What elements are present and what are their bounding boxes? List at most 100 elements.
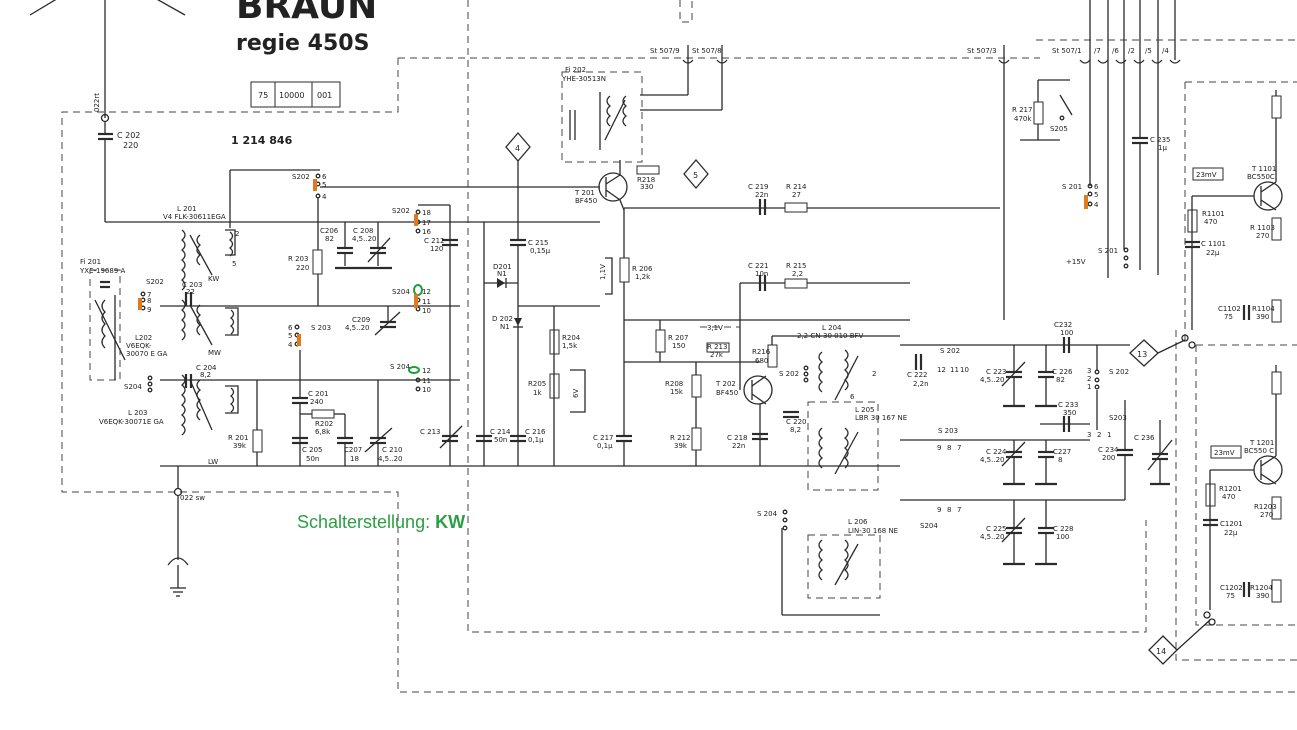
component-value: 82 bbox=[325, 235, 334, 243]
component-value: 22µ bbox=[1206, 249, 1220, 257]
component-value: 39k bbox=[674, 442, 688, 450]
component-ref: C 210 bbox=[382, 446, 402, 454]
component-value: 390 bbox=[1256, 592, 1269, 600]
component-value: BF450 bbox=[716, 389, 738, 397]
capacitor-c224: C 224 4,5..20 bbox=[980, 440, 1026, 483]
component-ref: C 202 bbox=[117, 131, 140, 140]
component-ref: C232 bbox=[1054, 321, 1072, 329]
voltage-label: 1,1V bbox=[599, 264, 607, 280]
switch-label: S 204 bbox=[757, 510, 778, 518]
component-value: 1µ bbox=[1158, 144, 1167, 152]
transistor-t1101: T 1101 BC550C bbox=[1247, 160, 1283, 211]
code-box-cell: 001 bbox=[317, 91, 332, 100]
voltage-label: 3,1V bbox=[707, 324, 723, 332]
svg-text:5: 5 bbox=[322, 181, 326, 189]
component-ref: C 219 bbox=[748, 183, 768, 191]
component-value: 15k bbox=[670, 388, 684, 396]
component-ref: C 235 bbox=[1150, 136, 1170, 144]
svg-text:6: 6 bbox=[288, 324, 293, 332]
capacitor-c1201: C1201 22µ bbox=[1203, 518, 1243, 537]
switch-bus: St 507/9 St 507/8 St 507/3 St 507/1 /7 /… bbox=[650, 0, 1181, 64]
switch-s203-far: S203 3 2 1 bbox=[1087, 390, 1127, 439]
svg-text:2: 2 bbox=[1087, 375, 1091, 383]
component-ref: R 215 bbox=[786, 262, 806, 270]
component-ref: C1202 bbox=[1220, 584, 1243, 592]
component-ref: C 213 bbox=[420, 428, 440, 436]
component-value: BF450 bbox=[575, 197, 597, 205]
node-label: 5 bbox=[693, 171, 698, 180]
component-value: 350 bbox=[1063, 409, 1076, 417]
svg-text:10: 10 bbox=[422, 386, 431, 394]
switch-s201-top: S 201 6 5 4 bbox=[1062, 183, 1099, 209]
switch-s202-far: S 202 3 2 1 bbox=[1087, 345, 1129, 391]
resistor-r218: R218 330 bbox=[636, 165, 660, 191]
svg-text:11: 11 bbox=[950, 366, 959, 374]
capacitor-c219: C 219 22n bbox=[748, 183, 768, 215]
switch-s201-bottom: S 201 bbox=[1098, 247, 1129, 269]
component-ref: Fi 202 bbox=[565, 66, 586, 74]
capacitor-c232: C232 100 bbox=[1054, 321, 1073, 353]
svg-text:6: 6 bbox=[322, 173, 327, 181]
component-value: 270 bbox=[1256, 232, 1269, 240]
component-value: YHE-30513N bbox=[561, 75, 606, 83]
capacitor-c227: C227 8 bbox=[1038, 440, 1071, 483]
component-ref: C 212 bbox=[424, 237, 444, 245]
svg-text:4: 4 bbox=[1094, 201, 1099, 209]
component-value: YXE-19689 A bbox=[79, 267, 126, 275]
component-ref: R1203 bbox=[1254, 503, 1277, 511]
code-box-cell: 10000 bbox=[279, 91, 304, 100]
capacitor-c214: C 214 50n bbox=[476, 428, 511, 444]
component-value: 120 bbox=[430, 245, 443, 253]
component-value: 8,2 bbox=[200, 371, 211, 379]
component-value: 0,15µ bbox=[530, 247, 551, 255]
component-value: N1 bbox=[500, 323, 510, 331]
component-ref: R 214 bbox=[786, 183, 807, 191]
capacitor-c213: C 213 bbox=[420, 425, 463, 449]
level-label: 23mV bbox=[1214, 449, 1235, 457]
component-value: 1,5k bbox=[562, 342, 578, 350]
ground-terminal: 022 sw bbox=[167, 466, 205, 597]
code-box-cell: 75 bbox=[258, 91, 268, 100]
component-value: 4,5..20 bbox=[378, 455, 403, 463]
switch-s202-left: S202 7 8 9 bbox=[138, 278, 164, 314]
component-ref: C1201 bbox=[1220, 520, 1243, 528]
component-value: 200 bbox=[1102, 454, 1115, 462]
component-ref: C 226 bbox=[1052, 368, 1073, 376]
level-1201: 23mV bbox=[1210, 445, 1242, 459]
resistor-r215: R 215 2,2 bbox=[784, 262, 808, 289]
switch-label: S 204 bbox=[390, 363, 411, 371]
svg-text:18: 18 bbox=[422, 209, 431, 217]
capacitor-c203: C 203 22 bbox=[182, 281, 202, 306]
capacitor-c236: C 236 bbox=[1134, 420, 1173, 484]
component-ref: C227 bbox=[1053, 448, 1071, 456]
svg-text:17: 17 bbox=[422, 219, 431, 227]
capacitor-c234: C 234 200 bbox=[1098, 400, 1133, 500]
component-ref: D 202 bbox=[492, 315, 513, 323]
component-value: 240 bbox=[310, 398, 323, 406]
component-ref: R208 bbox=[665, 380, 683, 388]
capacitor-c208: C 208 4,5..20 bbox=[352, 222, 391, 266]
switch-s203-right: S 203 9 8 7 bbox=[900, 427, 1090, 452]
model-title: regie 450S bbox=[236, 31, 369, 56]
svg-text:4: 4 bbox=[322, 193, 327, 201]
capacitor-c210: C 210 4,5..20 bbox=[364, 380, 403, 466]
component-ref: Fi 201 bbox=[80, 258, 101, 266]
switch-label: S 202 bbox=[940, 347, 960, 355]
antenna-symbol bbox=[29, 0, 186, 60]
svg-text:12: 12 bbox=[422, 288, 431, 296]
component-ref: C 225 bbox=[986, 525, 1006, 533]
component-value: 2,2 CN-30 010 BFV bbox=[797, 332, 864, 340]
capacitor-c205: C 205 50n bbox=[292, 436, 322, 463]
coil-l201: L 201 V4 FLK-30611EGA KW bbox=[163, 205, 226, 291]
svg-text:4: 4 bbox=[288, 341, 293, 349]
svg-text:6: 6 bbox=[850, 393, 855, 401]
component-ref: L202 bbox=[135, 334, 152, 342]
resistor-r1203: R1203 270 bbox=[1254, 496, 1282, 520]
component-ref: C 221 bbox=[748, 262, 768, 270]
svg-text:8: 8 bbox=[147, 297, 151, 305]
svg-text:6: 6 bbox=[1094, 183, 1099, 191]
resistor-r1103: R 1103 270 bbox=[1250, 217, 1282, 241]
transistor-t1201: T 1201 BC550 C bbox=[1244, 420, 1283, 485]
component-ref: R 207 bbox=[668, 334, 688, 342]
